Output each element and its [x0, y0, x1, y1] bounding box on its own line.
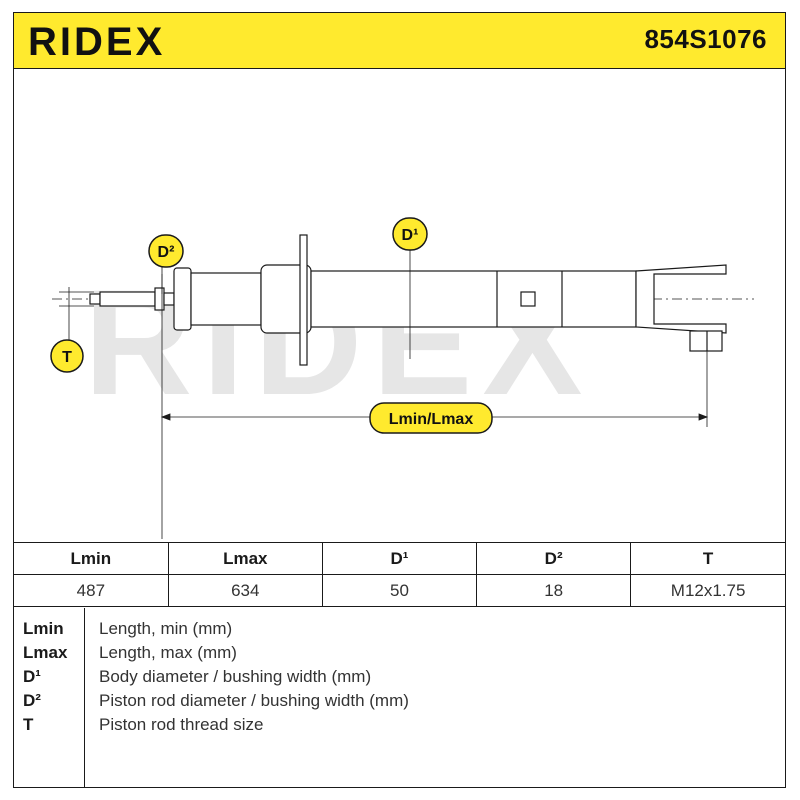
shock-body	[310, 270, 637, 328]
header-d1: D¹	[321, 542, 478, 575]
value-lmin: 487	[14, 574, 169, 607]
legend-item: D² Piston rod diameter / bushing width (…	[14, 691, 785, 715]
rod-nut	[154, 287, 165, 311]
logo-text: RIDEX	[28, 21, 165, 61]
legend-item: Lmax Length, max (mm)	[14, 643, 785, 667]
dust-cover	[190, 272, 262, 326]
legend-desc: Body diameter / bushing width (mm)	[99, 667, 372, 686]
legend-key: D¹	[23, 667, 41, 686]
svg-text:Lmin/Lmax: Lmin/Lmax	[389, 411, 474, 428]
spec-table: Lmin Lmax D¹ D² T 487 634 50 18 M12x1.75	[14, 542, 785, 607]
legend-desc: Piston rod thread size	[99, 715, 264, 734]
legend-desc: Piston rod diameter / bushing width (mm)	[99, 691, 409, 710]
legend-item: D¹ Body diameter / bushing width (mm)	[14, 667, 785, 691]
legend-key: Lmin	[23, 619, 64, 638]
legend-divider	[84, 608, 85, 788]
legend-key: T	[23, 715, 34, 734]
length-badge: Lmin/Lmax	[369, 402, 493, 434]
plate	[299, 234, 308, 366]
legend-key: Lmax	[23, 643, 68, 662]
svg-text:D¹: D¹	[402, 227, 419, 244]
svg-text:T: T	[62, 349, 72, 366]
header-t: T	[630, 542, 785, 575]
top-mount	[173, 267, 192, 331]
part-number: 854S1076	[644, 24, 767, 54]
legend-item: T Piston rod thread size	[14, 715, 785, 739]
header-lmax: Lmax	[167, 542, 323, 575]
spec-value-row: 487 634 50 18 M12x1.75	[14, 574, 785, 607]
svg-text:D²: D²	[158, 244, 175, 261]
legend-item: Lmin Length, min (mm)	[14, 619, 785, 643]
ridex-logo: RIDEX	[28, 21, 165, 61]
body-bracket	[520, 291, 536, 307]
thread-tip	[89, 293, 101, 305]
rod-collar	[163, 292, 175, 306]
d2-badge: D²	[148, 234, 184, 268]
bottom-bolt	[689, 330, 723, 352]
legend-desc: Length, max (mm)	[99, 643, 237, 662]
bottom-fork	[635, 264, 727, 334]
legend-desc: Length, min (mm)	[99, 619, 233, 638]
value-t: M12x1.75	[630, 574, 785, 607]
value-d1: 50	[321, 574, 478, 607]
drawing-sheet: RIDEX 854S1076 RIDEX	[13, 12, 786, 788]
t-badge: T	[50, 339, 84, 373]
shock-absorber-drawing: RIDEX	[50, 217, 754, 539]
value-lmax: 634	[167, 574, 323, 607]
legend-key: D²	[23, 691, 41, 710]
d1-badge: D¹	[392, 217, 428, 251]
shock-absorber-outline	[89, 234, 727, 366]
header-d2: D²	[476, 542, 632, 575]
legend: Lmin Length, min (mm) Lmax Length, max (…	[14, 608, 785, 788]
header-bar: RIDEX 854S1076	[14, 13, 785, 69]
piston-rod	[99, 291, 156, 307]
value-d2: 18	[476, 574, 632, 607]
header-lmin: Lmin	[14, 542, 169, 575]
spec-header-row: Lmin Lmax D¹ D² T	[14, 542, 785, 575]
